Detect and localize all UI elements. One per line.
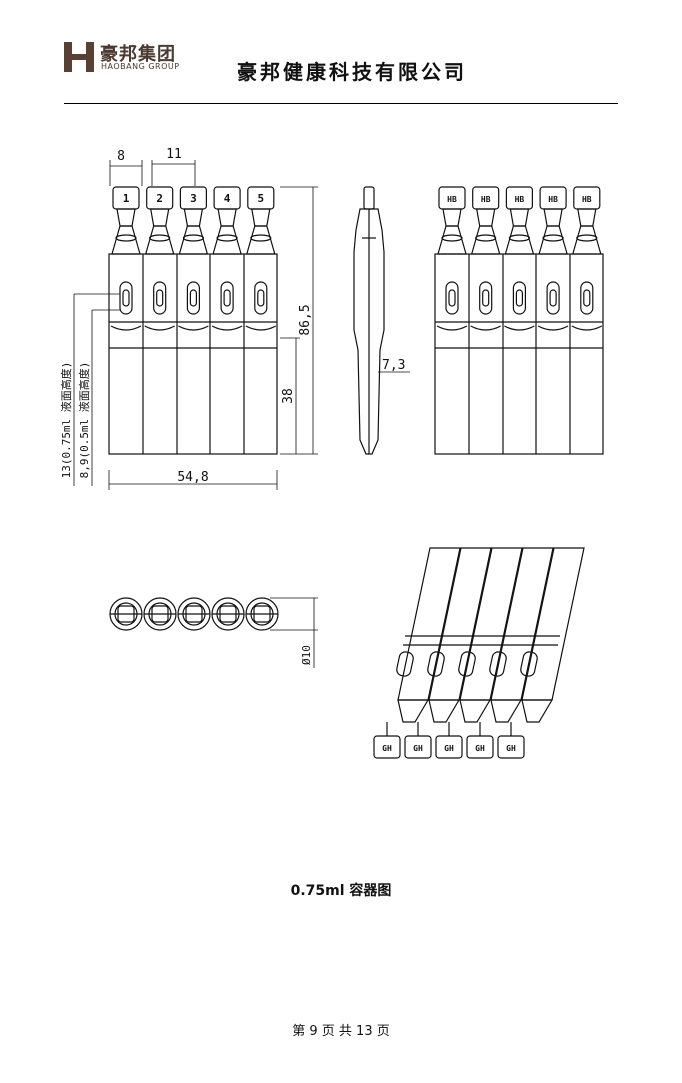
iso-mark-label-5: GH <box>506 744 516 753</box>
dim-level-05: 8,9(0.5ml 液面高度) <box>77 362 91 479</box>
dim-thickness: 7,3 <box>382 358 405 373</box>
logo-english-text: HAOBANG GROUP <box>101 62 180 71</box>
dim-lower-height: 38 <box>281 388 296 404</box>
back-mark-label-5: HB <box>582 195 592 204</box>
container-drawing: 1 2 3 4 5 HB HB HB HB HB GH GH GH GH GH <box>59 147 604 759</box>
dim-pitch-a: 8 <box>117 149 125 164</box>
front-number-label-2: 2 <box>156 192 163 205</box>
dim-pitch-b: 11 <box>166 147 182 162</box>
dim-diameter: Ø10 <box>300 645 313 665</box>
company-logo: 豪邦集团 HAOBANG GROUP <box>64 40 194 76</box>
side-view <box>353 186 385 455</box>
dim-level-075: 13(0.75ml 液面高度) <box>59 362 73 479</box>
front-view: 1 2 3 4 5 <box>108 186 278 455</box>
iso-mark-label-1: GH <box>382 744 392 753</box>
company-name: 豪邦健康科技有限公司 <box>237 60 467 84</box>
back-view: HB HB HB HB HB <box>434 186 604 455</box>
front-number-label-3: 3 <box>190 192 197 205</box>
figure-caption: 0.75ml 容器图 <box>290 883 392 899</box>
top-view <box>109 597 279 631</box>
iso-mark-label-4: GH <box>475 744 485 753</box>
back-mark-label-3: HB <box>515 195 525 204</box>
back-mark-label-4: HB <box>548 195 558 204</box>
page-footer: 第 9 页 共 13 页 <box>292 1024 390 1039</box>
iso-mark-label-2: GH <box>413 744 423 753</box>
front-number-label-5: 5 <box>257 192 264 205</box>
isometric-view: GH GH GH GH GH <box>373 547 585 759</box>
dim-total-height: 86,5 <box>298 304 313 335</box>
front-number-label-4: 4 <box>224 192 231 205</box>
dim-width: 54,8 <box>177 470 208 485</box>
front-number-label-1: 1 <box>123 192 130 205</box>
back-mark-label-1: HB <box>447 195 457 204</box>
iso-mark-label-3: GH <box>444 744 454 753</box>
header-divider <box>64 103 618 104</box>
back-mark-label-2: HB <box>481 195 491 204</box>
logo-h-icon <box>64 42 94 72</box>
logo-chinese-text: 豪邦集团 <box>100 44 176 65</box>
